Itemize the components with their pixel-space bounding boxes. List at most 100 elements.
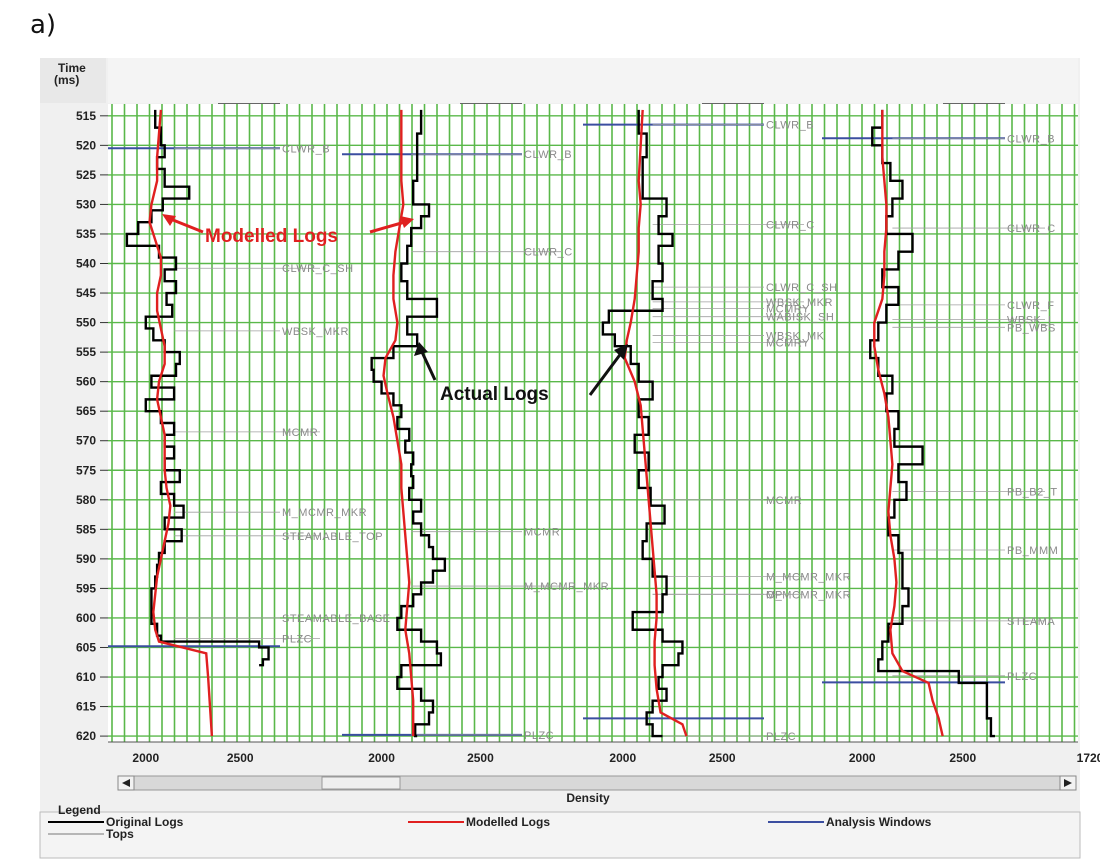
top-label: PB_B2_T: [1007, 487, 1058, 499]
top-label: CLWR_C_SH: [766, 282, 838, 294]
top-label: PB_MMM: [1007, 545, 1058, 557]
plot-area: [108, 104, 1078, 742]
time-tick-label: 565: [76, 404, 96, 418]
legend-label: Modelled Logs: [466, 815, 550, 829]
top-label: CLWR_B: [524, 149, 572, 161]
density-tick-label: 2000: [368, 751, 395, 765]
top-label: WBSK_I: [1007, 315, 1052, 327]
time-tick-label: 540: [76, 257, 96, 271]
modelled-log-line: [623, 109, 688, 737]
top-label: M_MCMR_MKR: [766, 589, 851, 601]
annotation-arrow: [167, 216, 204, 234]
modelled-log-line: [382, 109, 415, 737]
top-label: WBSK_MKR: [766, 297, 833, 309]
density-tick-label: 2000: [849, 751, 876, 765]
top-label: OP: [766, 589, 783, 601]
log-track-4: CLWR_B CLWR_C CLWR_F WBSK_IPB_WBS PB_B2_T PB_…: [822, 100, 1058, 738]
legend-box: [39, 811, 1081, 859]
top-label: WBSK_MKR: [282, 326, 349, 338]
top-label: CLWR_C: [1007, 223, 1056, 235]
top-label: CLWR_C: [524, 247, 573, 259]
top-label: MCMRY: [766, 303, 810, 315]
time-tick-label: 570: [76, 434, 96, 448]
time-tick-label: 580: [76, 493, 96, 507]
track-header-strip: [108, 58, 1078, 103]
y-axis-title: Time: [58, 61, 86, 75]
scroll-left-icon: [122, 779, 130, 787]
time-tick-label: 600: [76, 611, 96, 625]
panel-label: a): [30, 10, 57, 40]
annotation-arrowhead: [400, 216, 414, 228]
top-label: M_MCMR_MKR: [766, 572, 851, 584]
density-tick-label: 2000: [132, 751, 159, 765]
original-log-line: [869, 109, 995, 738]
top-label: STEAMA: [1007, 616, 1055, 628]
top-label: WABISK_SH: [766, 312, 834, 324]
time-tick-label: 575: [76, 463, 96, 477]
original-log-line: [370, 109, 447, 738]
scroll-right-icon: [1064, 779, 1072, 787]
time-tick-label: 585: [76, 522, 96, 536]
annotation-arrow: [369, 220, 406, 234]
top-label: CLWR_C_SH: [282, 263, 354, 275]
modelled-log-line: [148, 109, 214, 737]
top-label: PLZC: [1007, 671, 1037, 683]
time-tick-label: 535: [76, 227, 96, 241]
time-tick-label: 615: [76, 700, 96, 714]
density-tick-label: 2500: [949, 751, 976, 765]
top-label: PLZC: [766, 731, 796, 743]
time-tick-label: 620: [76, 729, 96, 743]
time-tick-label: 555: [76, 345, 96, 359]
top-label: PLZC: [282, 634, 312, 646]
annotation-arrow: [420, 351, 437, 381]
log-track-2: CLWR_B CLWR_C MCMR M_MCMR_MKR PLZC: [342, 100, 609, 742]
top-label: MCMR: [766, 495, 802, 507]
modelled-logs-annotation: Modelled Logs: [205, 226, 338, 247]
legend-label: Analysis Windows: [826, 815, 932, 829]
top-label: WBSK_MK: [766, 331, 825, 343]
annotation-arrowhead: [414, 342, 428, 356]
annotation-arrow: [588, 351, 624, 396]
time-tick-label: 530: [76, 197, 96, 211]
scroll-thumb[interactable]: [321, 776, 401, 790]
legend-title: Legend: [58, 803, 101, 817]
top-label: STEAMABLE_TOP: [282, 531, 383, 543]
top-label: PLZC: [524, 730, 554, 742]
density-tick-label: 2000: [609, 751, 636, 765]
horizontal-scrollbar[interactable]: [117, 775, 1077, 791]
annotation-arrowhead: [162, 214, 176, 226]
top-label: M_MCMR_MKR: [524, 581, 609, 593]
log-track-1: CLWR_BCLWR_C_SHWBSK_MKRMCMRM_MCMR_MKRSTE…: [108, 100, 391, 737]
top-label: CLWR_F: [1007, 300, 1054, 312]
top-label: CLWR_B: [1007, 133, 1055, 145]
time-tick-label: 610: [76, 670, 96, 684]
time-tick-label: 560: [76, 375, 96, 389]
y-axis-unit: (ms): [54, 73, 79, 87]
density-tick-label: 2500: [467, 751, 494, 765]
top-label: MCMR: [524, 527, 560, 539]
top-label: MCMR: [282, 427, 318, 439]
top-label: CLWR_B: [766, 120, 814, 132]
density-tick-label: 1720: [1077, 751, 1100, 765]
time-tick-label: 525: [76, 168, 96, 182]
annotation-arrowhead: [614, 344, 628, 360]
top-label: M_MCMR_MKR: [282, 507, 367, 519]
density-tick-label: 2500: [227, 751, 254, 765]
modelled-log-line: [873, 109, 944, 737]
top-label: STEAMABLE_BASE: [282, 613, 391, 625]
legend-label: Tops: [106, 827, 134, 841]
time-tick-label: 595: [76, 581, 96, 595]
time-tick-label: 545: [76, 286, 96, 300]
top-label: CLWR_C: [766, 220, 815, 232]
density-tick-label: 2500: [709, 751, 736, 765]
time-tick-label: 515: [76, 109, 96, 123]
top-label: MCMRY: [766, 338, 810, 350]
original-log-line: [601, 109, 684, 738]
time-axis-header: [40, 58, 106, 103]
time-tick-label: 590: [76, 552, 96, 566]
legend-label: Original Logs: [106, 815, 184, 829]
top-label: PB_WBS: [1007, 322, 1056, 334]
time-tick-label: 550: [76, 316, 96, 330]
actual-logs-annotation: Actual Logs: [440, 384, 549, 405]
